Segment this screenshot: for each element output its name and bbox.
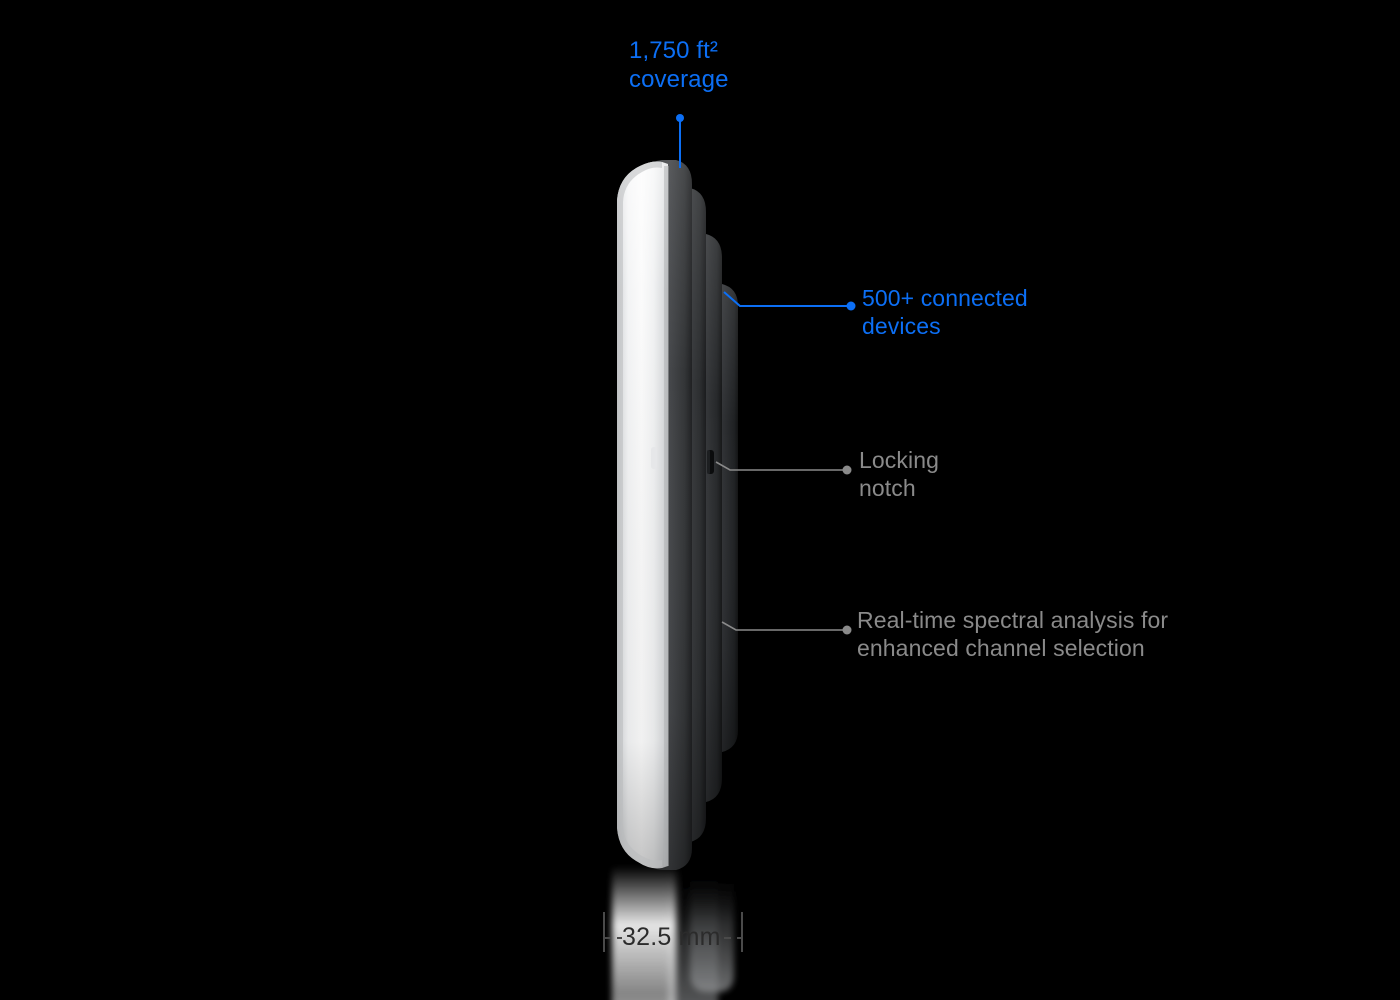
callout-spectral-analysis: Real-time spectral analysis for enhanced… [857,607,1169,662]
locking-notch [707,450,714,474]
leader-line-coverage [676,114,684,168]
callout-connected-devices: 500+ connected devices [862,285,1028,340]
led-indicator-slot [651,447,657,469]
callout-coverage: 1,750 ft² coverage [629,37,729,94]
leader-line-spectral [721,621,852,635]
white-curved-faceplate [617,161,669,869]
leader-line-locking-notch [715,461,852,475]
surface-reflection [612,866,734,1000]
dimension-label: 32.5 mm [622,923,721,951]
callout-locking-notch: Locking notch [859,447,939,502]
dimension-callout [603,912,743,952]
leader-line-devices [723,291,856,311]
